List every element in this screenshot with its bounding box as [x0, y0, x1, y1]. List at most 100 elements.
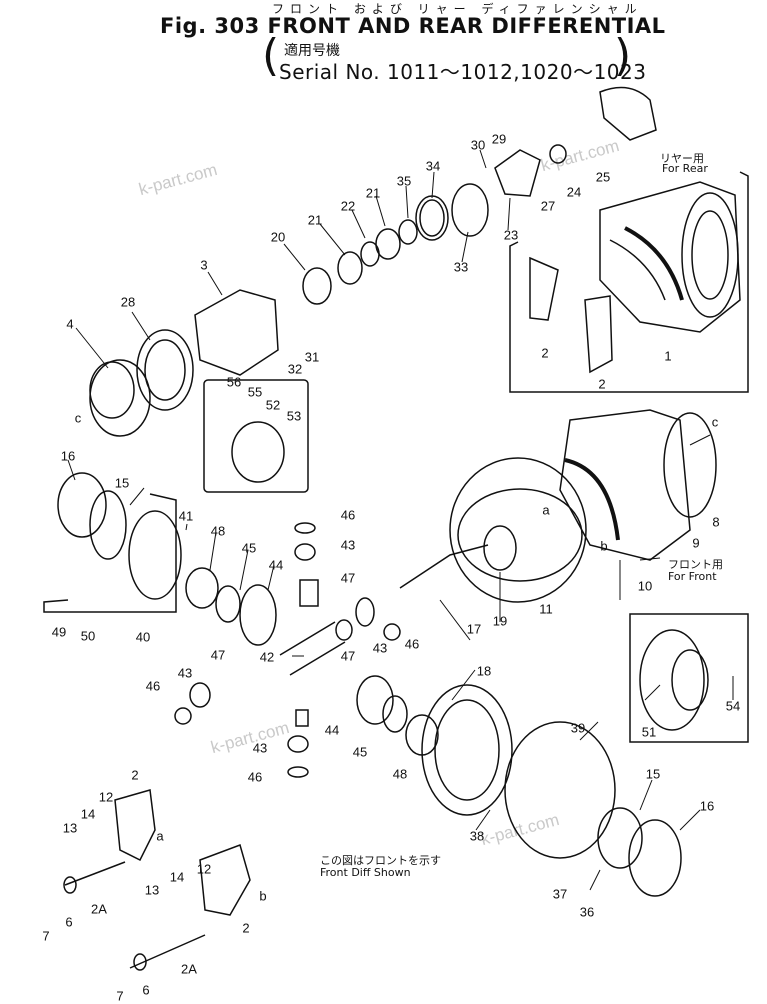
serial-range: Serial No. 1011～1012,1020～1023 — [279, 60, 647, 84]
callout: 51 — [641, 724, 657, 740]
open-bracket: ( — [262, 30, 280, 81]
callout: 8 — [712, 514, 720, 530]
callout: 30 — [470, 137, 486, 153]
rear-note-jp: リヤー用 — [660, 152, 704, 165]
callout: b — [259, 888, 267, 904]
callout: 37 — [552, 886, 568, 902]
callout: 41 — [178, 508, 194, 524]
callout: 16 — [699, 798, 715, 814]
callout: 48 — [210, 523, 226, 539]
callout: 7 — [116, 988, 124, 1004]
callout: 17 — [466, 621, 482, 637]
callout: 2A — [91, 901, 107, 917]
callout: 42 — [259, 649, 275, 665]
callout: 20 — [270, 229, 286, 245]
callout: 46 — [404, 636, 420, 652]
callout: 56 — [226, 374, 242, 390]
callout: 31 — [304, 349, 320, 365]
bearing-cage-group — [44, 473, 181, 612]
callout: 2 — [541, 345, 549, 361]
callout: 3 — [200, 257, 208, 273]
callout: 19 — [492, 613, 508, 629]
callout: 54 — [725, 698, 741, 714]
callout: 21 — [307, 212, 323, 228]
differential-gears — [175, 523, 681, 896]
callout: 43 — [340, 537, 356, 553]
callout: 40 — [135, 629, 151, 645]
callout: b — [600, 538, 608, 554]
callout: 52 — [265, 397, 281, 413]
callout: 2 — [598, 376, 606, 392]
callout: 50 — [80, 628, 96, 644]
callout: 35 — [396, 173, 412, 189]
callout: 16 — [60, 448, 76, 464]
callout: 4 — [66, 316, 74, 332]
callout: 9 — [692, 535, 700, 551]
callout: 49 — [51, 624, 67, 640]
rear-carrier-inset — [510, 88, 748, 393]
callout: 6 — [142, 982, 150, 998]
callout: 10 — [637, 578, 653, 594]
callout: 44 — [268, 557, 284, 573]
callout: 33 — [453, 259, 469, 275]
upper-bearings — [303, 145, 566, 304]
callout: 47 — [340, 648, 356, 664]
callout: 29 — [491, 131, 507, 147]
front-note-jp: フロント用 — [668, 558, 723, 571]
callout: 7 — [42, 928, 50, 944]
figure-title: Fig. 303 FRONT AND REAR DIFFERENTIAL — [160, 14, 666, 38]
front-diff-shown-en: Front Diff Shown — [320, 866, 411, 879]
callout: 13 — [62, 820, 78, 836]
callout: 15 — [114, 475, 130, 491]
callout: 43 — [252, 740, 268, 756]
rear-note-en: For Rear — [662, 162, 708, 175]
front-diff-shown-jp: この図はフロントを示す — [320, 854, 441, 867]
callout: 55 — [247, 384, 263, 400]
callout: 27 — [540, 198, 556, 214]
callout: 23 — [503, 227, 519, 243]
callout: 21 — [365, 185, 381, 201]
leader-lines — [68, 150, 733, 890]
snap-ring — [90, 360, 150, 436]
callout: 45 — [241, 540, 257, 556]
upper-housing — [90, 290, 308, 492]
callout: 22 — [340, 198, 356, 214]
o-ring-small — [416, 196, 448, 240]
callout: 1 — [664, 348, 672, 364]
callout: 47 — [210, 647, 226, 663]
callout: 48 — [392, 766, 408, 782]
japanese-title: フロント および リャー ディファレンシャル — [272, 2, 643, 16]
callout: 39 — [570, 720, 586, 736]
applicable-label: 適用号機 — [284, 43, 340, 59]
callout: 18 — [476, 663, 492, 679]
callout: 45 — [352, 744, 368, 760]
callout: 36 — [579, 904, 595, 920]
callout: 25 — [595, 169, 611, 185]
front-note-en: For Front — [668, 570, 717, 583]
callout: 46 — [340, 507, 356, 523]
callout: 14 — [169, 869, 185, 885]
callout: 2 — [242, 920, 250, 936]
callout: 24 — [566, 184, 582, 200]
callout: 43 — [177, 665, 193, 681]
callout: 11 — [539, 601, 553, 617]
callout: c — [711, 414, 719, 430]
callout: 12 — [98, 789, 114, 805]
callout: c — [74, 410, 82, 426]
callout: a — [156, 828, 164, 844]
callout: a — [542, 502, 550, 518]
flange-inset — [630, 614, 748, 742]
front-carrier — [458, 410, 716, 581]
close-bracket: ) — [614, 30, 632, 81]
callout: 14 — [80, 806, 96, 822]
callout: 38 — [469, 828, 485, 844]
callout: 47 — [340, 570, 356, 586]
callout: 12 — [196, 861, 212, 877]
shift-fork-assemblies — [64, 790, 250, 970]
callout: 15 — [645, 766, 661, 782]
callout: 43 — [372, 640, 388, 656]
callout: 28 — [120, 294, 136, 310]
callout: 32 — [287, 361, 303, 377]
callout: 46 — [247, 769, 263, 785]
